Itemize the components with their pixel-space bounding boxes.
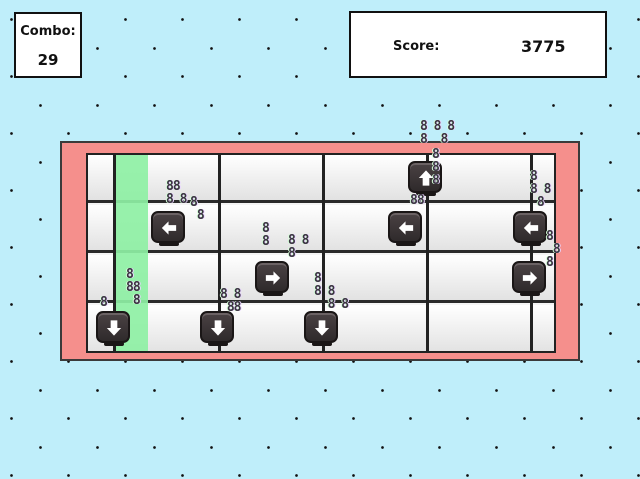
combo-label: Combo: [20, 24, 76, 39]
particle-effect: 8 8 [190, 195, 205, 223]
lane-divider [113, 155, 116, 351]
arrow-down-icon [210, 320, 226, 336]
note-down [200, 311, 234, 346]
arrow-down-icon [106, 320, 122, 336]
arrow-right-icon [522, 271, 538, 285]
arrow-right-icon [265, 271, 281, 285]
lane-divider [322, 155, 325, 351]
arrow-left-icon [523, 221, 539, 235]
note-left [513, 211, 547, 246]
score-panel: Score: 3775 [349, 11, 607, 78]
lane-divider [426, 155, 429, 351]
arrow-left-icon [398, 221, 414, 235]
lane-divider [218, 155, 221, 351]
note-down [96, 311, 130, 346]
note-right [255, 261, 289, 296]
particle-effect: 8 8 88 [220, 287, 242, 315]
note-right [512, 261, 546, 296]
score-label: Score: [393, 39, 440, 54]
particle-effect: 8 [100, 295, 108, 310]
note-left [151, 211, 185, 246]
particle-effect: 88 [410, 193, 425, 208]
combo-panel: Combo: 29 [14, 12, 82, 78]
note-up [408, 161, 442, 196]
note-down [304, 311, 338, 346]
note-left [388, 211, 422, 246]
score-value: 3775 [521, 37, 566, 56]
arrow-down-icon [314, 320, 330, 336]
arrow-left-icon [161, 221, 177, 235]
lane-1 [88, 155, 554, 203]
lane-divider [530, 155, 533, 351]
combo-value: 29 [37, 51, 59, 69]
arrow-up-icon [418, 170, 434, 186]
lane-3 [88, 255, 554, 303]
